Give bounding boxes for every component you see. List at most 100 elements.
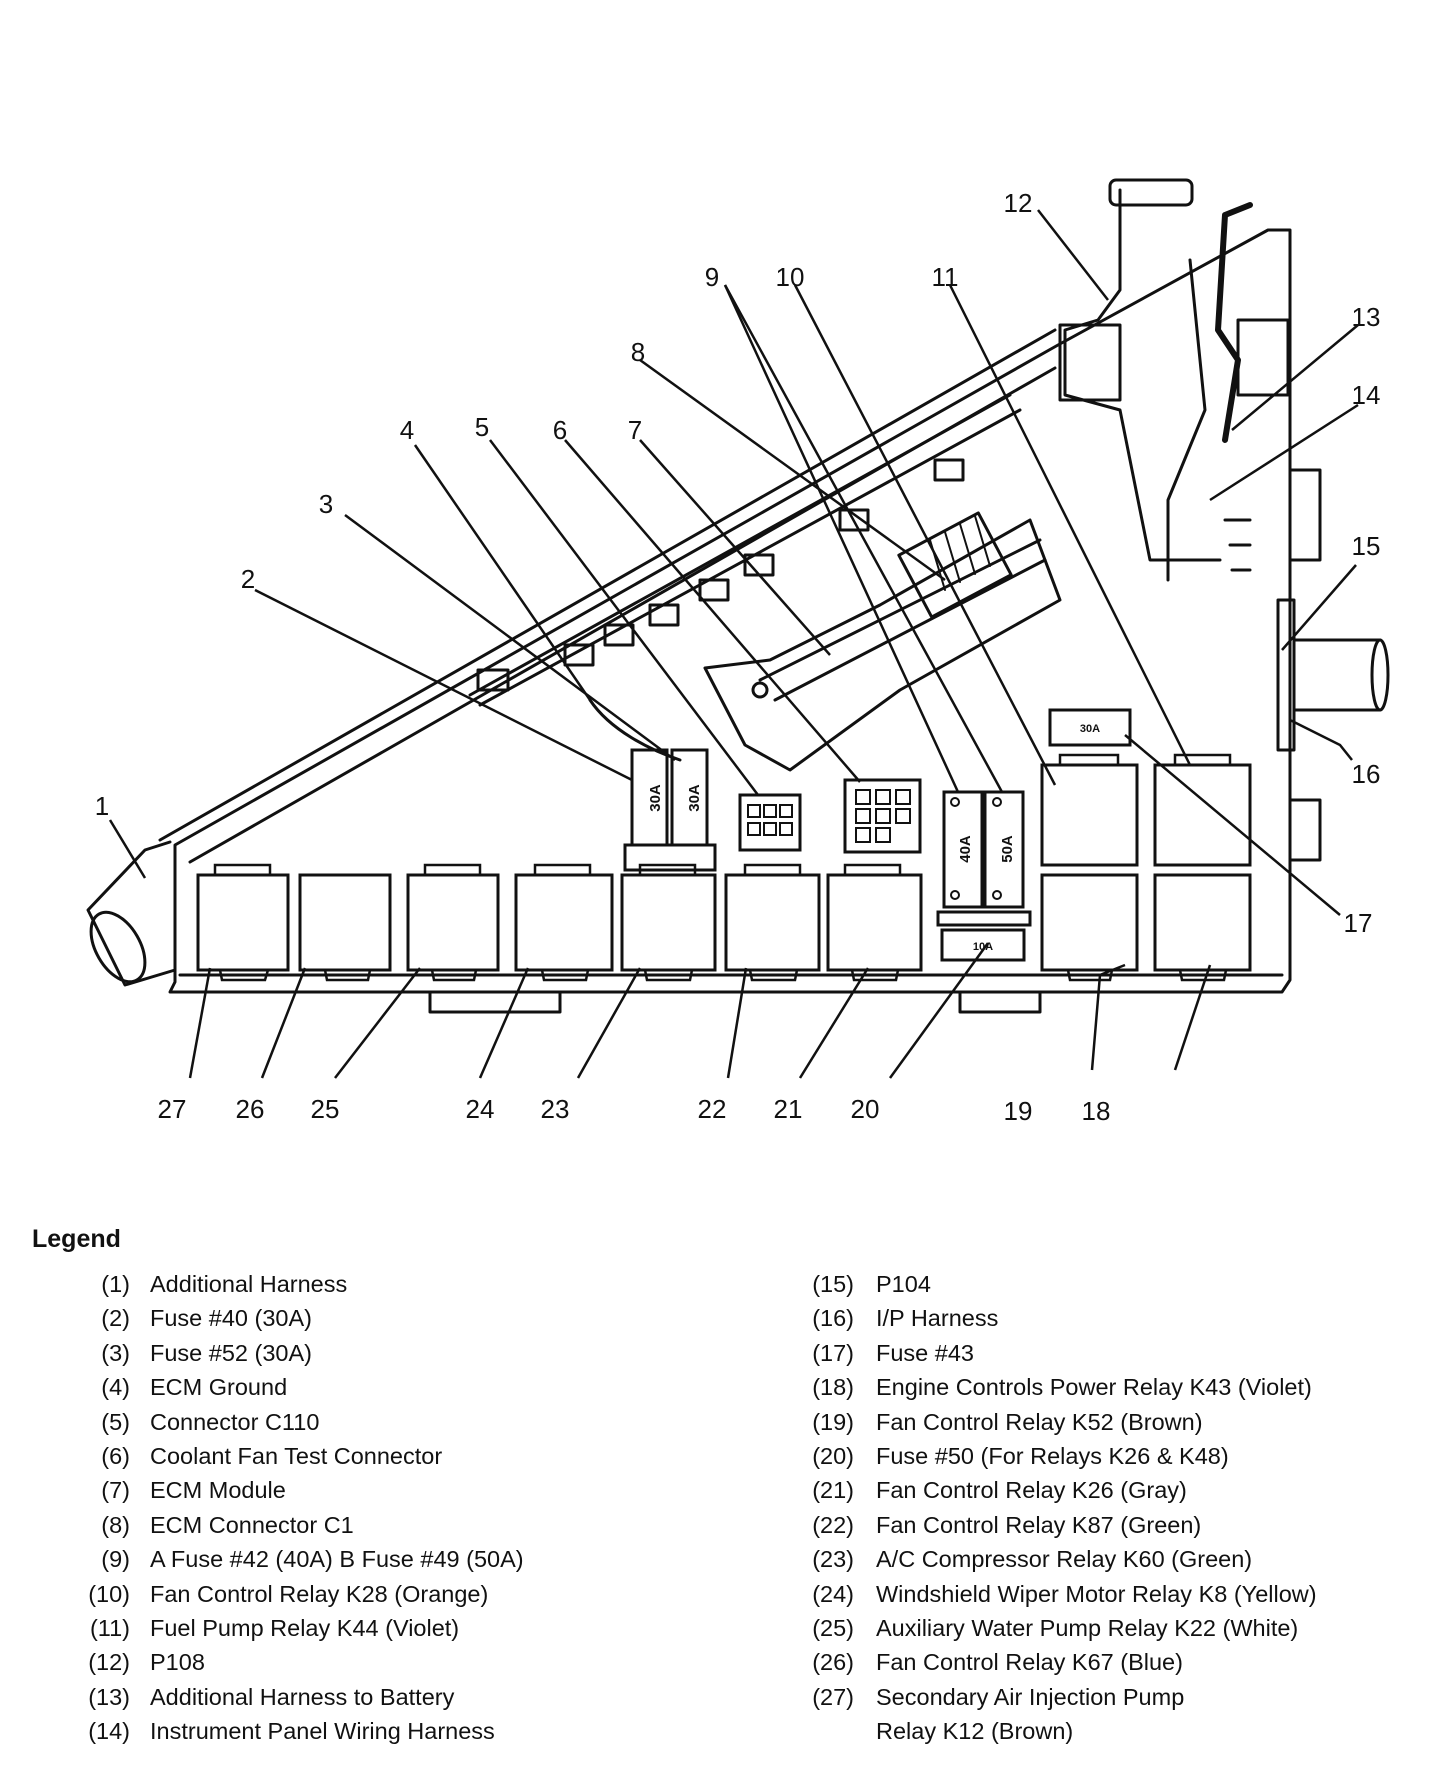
battery-clamp xyxy=(1236,318,1290,397)
ecm-connector-pins xyxy=(929,515,991,591)
legend-item: (14)Instrument Panel Wiring Harness xyxy=(66,1714,766,1748)
legend-num: (6) xyxy=(101,1443,130,1470)
legend-item: (21)Fan Control Relay K26 (Gray) xyxy=(800,1473,1420,1507)
small-connector-8 xyxy=(933,458,965,482)
legend-text: P108 xyxy=(150,1649,205,1676)
housing-foot xyxy=(428,990,562,1014)
relay-24 xyxy=(514,873,614,972)
legend-num: (22) xyxy=(812,1511,854,1538)
relay-25 xyxy=(406,873,500,972)
callout-21: 21 xyxy=(774,1094,803,1124)
callout-14: 14 xyxy=(1352,380,1381,410)
callout-18: 18 xyxy=(1082,1096,1111,1126)
relay-26 xyxy=(298,873,392,972)
legend-num: (7) xyxy=(101,1477,130,1504)
callout-8: 8 xyxy=(631,337,645,367)
callout-1: 1 xyxy=(95,791,109,821)
ecm-module-rib xyxy=(758,538,1042,682)
legend-item: (6)Coolant Fan Test Connector xyxy=(66,1439,766,1473)
callout-17: 17 xyxy=(1344,908,1373,938)
legend-num: (2) xyxy=(101,1305,130,1332)
fuse-terminal-2 xyxy=(950,890,960,900)
legend-text: Additional Harness xyxy=(150,1271,348,1297)
legend-text: Fuse #40 (30A) xyxy=(150,1305,312,1332)
legend-num: (1) xyxy=(101,1271,130,1297)
callout-10: 10 xyxy=(776,262,805,292)
legend-item: (26)Fan Control Relay K67 (Blue) xyxy=(800,1645,1420,1679)
ecm-module-body xyxy=(703,518,1062,772)
callout-27: 27 xyxy=(158,1094,187,1124)
legend-item: (5)Connector C110 xyxy=(66,1405,766,1439)
callout-11: 11 xyxy=(932,262,959,292)
legend-num: (15) xyxy=(812,1271,854,1297)
coolant-fan-test-connector xyxy=(843,778,922,854)
callout-24: 24 xyxy=(466,1094,495,1124)
legend-text: Fuse #50 (For Relays K26 & K48) xyxy=(876,1443,1229,1470)
small-connector-2 xyxy=(563,643,595,667)
callout-22: 22 xyxy=(698,1094,727,1124)
cft-pin-2 xyxy=(875,789,891,805)
additional-harness xyxy=(86,840,177,987)
legend-num: (19) xyxy=(812,1408,854,1435)
legend-num: (27) xyxy=(812,1683,854,1710)
legend-text: Engine Controls Power Relay K43 (Violet) xyxy=(876,1374,1312,1401)
leader-lines xyxy=(108,209,1359,1079)
ip-harness xyxy=(1292,638,1382,712)
inner-rail xyxy=(468,393,1012,697)
legend-num: (9) xyxy=(101,1546,130,1573)
legend-item: (24)Windshield Wiper Motor Relay K8 (Yel… xyxy=(800,1577,1420,1611)
legend-item: (27) Secondary Air Injection Pump Relay K… xyxy=(800,1680,1420,1749)
legend-item: (23)A/C Compressor Relay K60 (Green) xyxy=(800,1542,1420,1576)
harness-clips xyxy=(1223,518,1252,572)
legend-item: (19)Fan Control Relay K52 (Brown) xyxy=(800,1405,1420,1439)
legend-text: Fan Control Relay K28 (Orange) xyxy=(150,1580,489,1607)
p108-clamp xyxy=(1058,323,1122,402)
legend-num: (25) xyxy=(812,1615,854,1642)
ecm-module-rib-2 xyxy=(773,558,1047,702)
legend-item: (13)Additional Harness to Battery xyxy=(66,1680,766,1714)
cft-pin-8 xyxy=(875,827,891,843)
legend-item: (25)Auxiliary Water Pump Relay K22 (Whit… xyxy=(800,1611,1420,1645)
c110-pin-3 xyxy=(779,804,793,818)
legend-text: Fan Control Relay K87 (Green) xyxy=(876,1511,1202,1538)
legend-num: (3) xyxy=(101,1339,130,1366)
p108-cap xyxy=(1108,178,1194,207)
legend-text: Fan Control Relay K26 (Gray) xyxy=(876,1477,1187,1504)
cft-pin-3 xyxy=(895,789,911,805)
legend-num: (16) xyxy=(812,1305,854,1332)
callout-13: 13 xyxy=(1352,302,1381,332)
callout-20: 20 xyxy=(851,1094,880,1124)
relay-latches xyxy=(218,969,1228,982)
legend-item: (15)P104 xyxy=(800,1267,1420,1301)
legend-item: (10)Fan Control Relay K28 (Orange) xyxy=(66,1577,766,1611)
callout-19: 19 xyxy=(1004,1096,1033,1126)
housing-outline xyxy=(168,228,1292,994)
legend-text: Fuse #52 (30A) xyxy=(150,1339,312,1366)
additional-harness-end xyxy=(89,910,147,984)
connector-c110 xyxy=(738,793,802,852)
callout-4: 4 xyxy=(400,415,414,445)
cft-pin-4 xyxy=(855,808,871,824)
legend-text: Secondary Air Injection Pump Relay K12 (… xyxy=(876,1683,1185,1745)
legend-item: (12) P108 xyxy=(66,1645,766,1679)
p108-harness xyxy=(1063,188,1222,562)
c110-pin-5 xyxy=(763,822,777,836)
legend-num: (17) xyxy=(812,1339,854,1366)
legend-num: (8) xyxy=(101,1511,130,1538)
legend-text: A/C Compressor Relay K60 (Green) xyxy=(876,1546,1253,1573)
small-connector-5 xyxy=(698,578,730,602)
legend-item: (9)A Fuse #42 (40A) B Fuse #49 (50A) xyxy=(66,1542,766,1576)
small-connector xyxy=(476,668,510,692)
legend-item: (3) Fuse #52 (30A) xyxy=(66,1336,766,1370)
legend-num: (4) xyxy=(101,1374,130,1401)
relay-clips xyxy=(213,753,1232,875)
ip-harness-end xyxy=(1370,638,1390,712)
legend-text: ECM Connector C1 xyxy=(150,1511,354,1538)
fuse-terminal-4 xyxy=(992,890,1002,900)
legend-item: (17)Fuse #43 xyxy=(800,1336,1420,1370)
legend-item: (22) Fan Control Relay K87 (Green) xyxy=(800,1508,1420,1542)
fuse-50-holder xyxy=(940,928,1026,962)
legend-num: (12) xyxy=(88,1649,130,1676)
legend-text: ECM Module xyxy=(150,1477,286,1504)
legend-left-column: (1)Additional Harness (2)Fuse #40 (30A) … xyxy=(66,1267,766,1749)
